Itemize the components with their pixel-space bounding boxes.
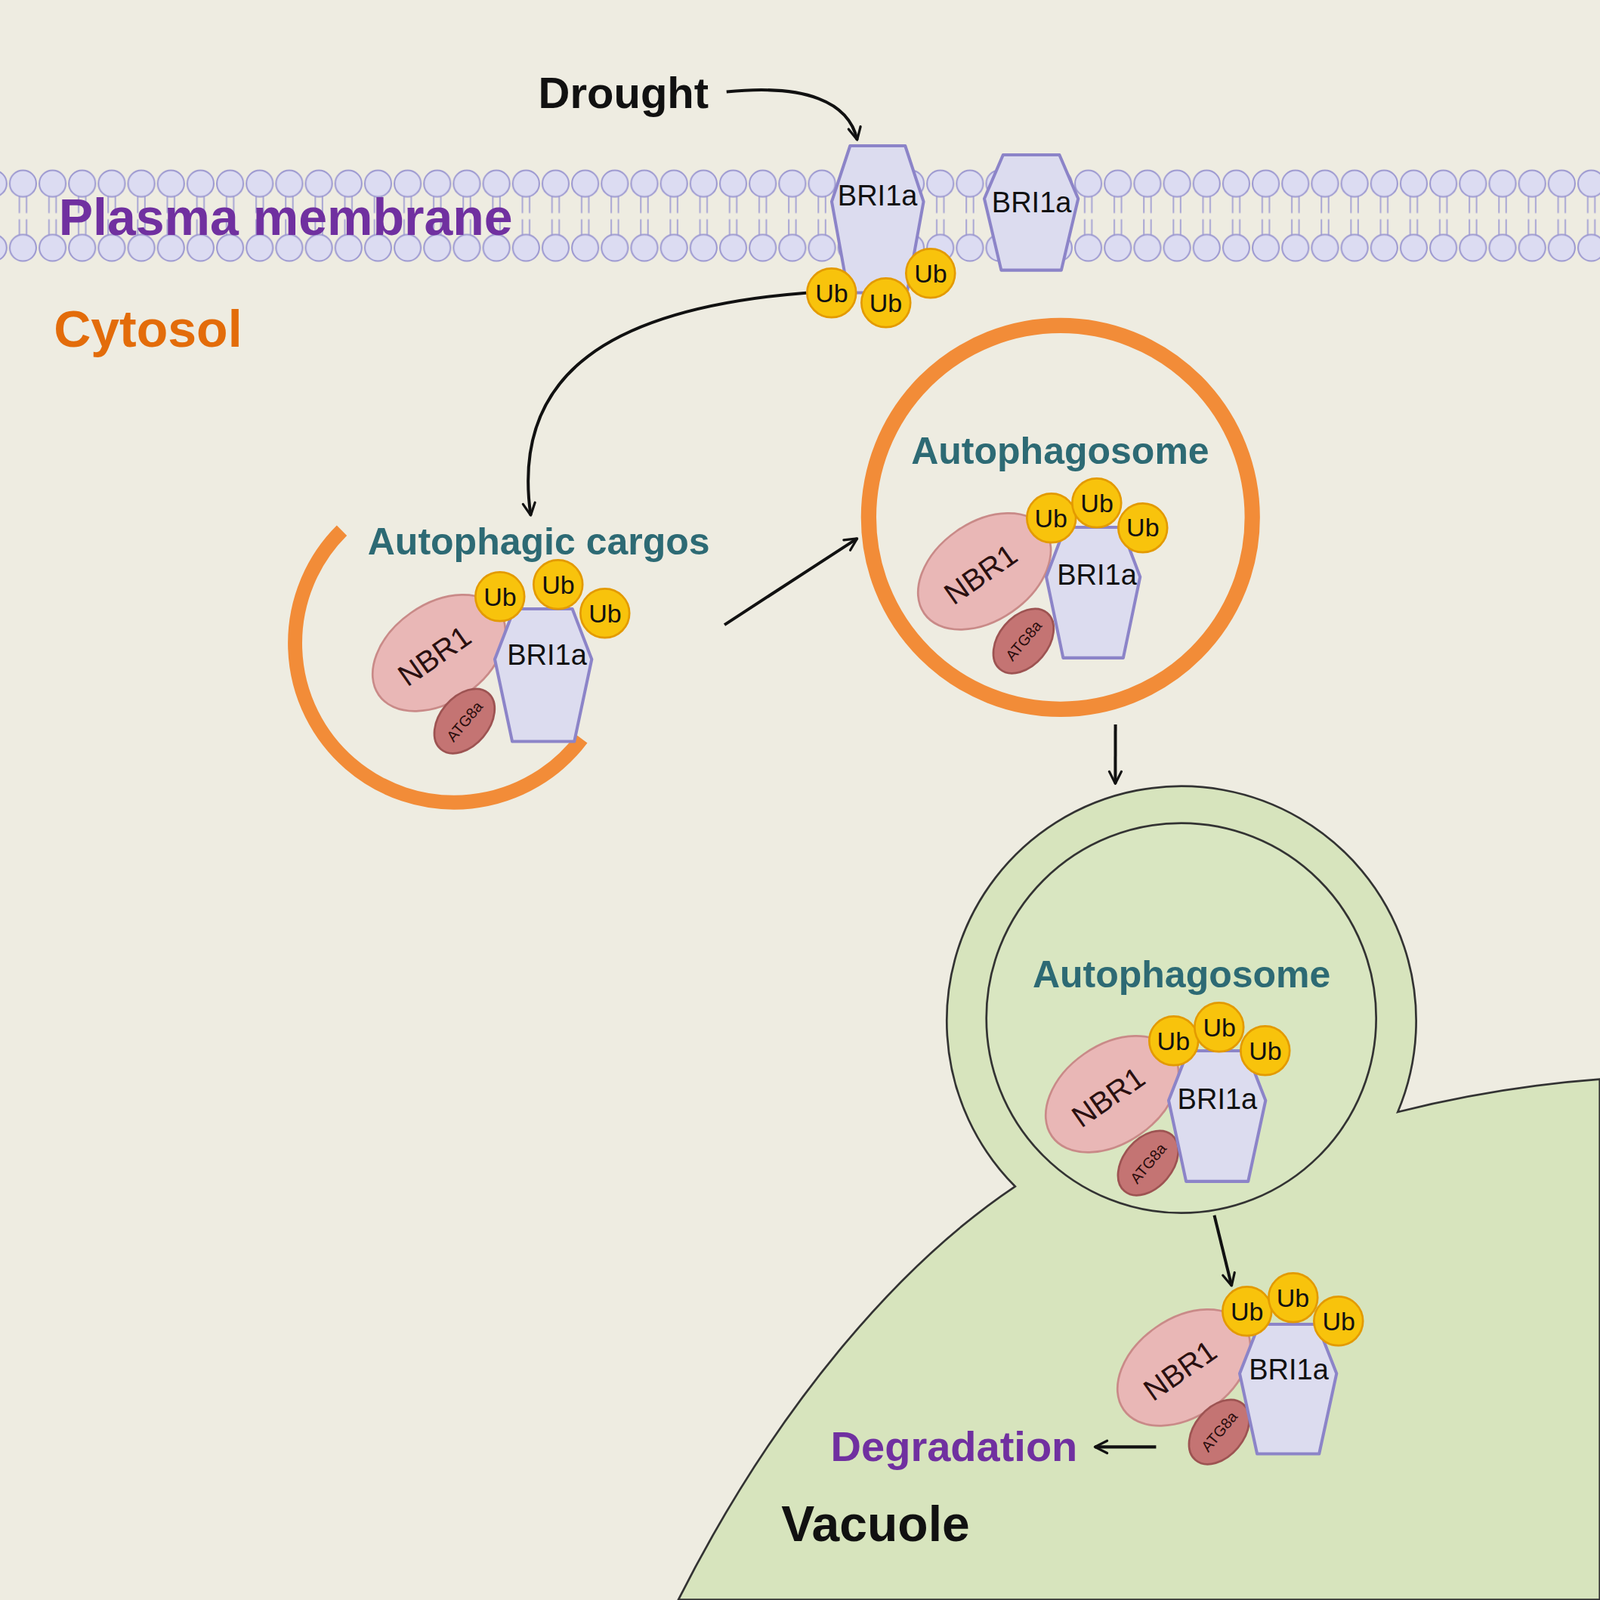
receptor-shape-outline bbox=[1046, 527, 1140, 658]
ubiquitin-label: Ub bbox=[588, 600, 621, 627]
ubiquitin-label: Ub bbox=[869, 290, 902, 316]
protein-label: BRI1a bbox=[1056, 559, 1137, 589]
ubiquitin-circle: Ub bbox=[806, 267, 858, 319]
vacuole-region: VacuoleAutophagosomeNBR1ATG8aBRI1aUbUbUb… bbox=[678, 783, 1600, 1600]
region-label: Plasma membrane bbox=[58, 190, 513, 242]
protein-label: BRI1a bbox=[1248, 1355, 1329, 1384]
atg8-ellipse: ATG8a bbox=[1187, 1398, 1251, 1466]
ubiquitin-circle: Ub bbox=[579, 587, 631, 640]
membrane-band: Plasma membrane BRI1a BRI1a bbox=[0, 166, 1600, 266]
ubiquitin-circle: Ub bbox=[1071, 477, 1123, 529]
ubiquitin-label: Ub bbox=[815, 280, 848, 306]
atg8-ellipse: ATG8a bbox=[432, 687, 497, 755]
ubiquitin-circle: Ub bbox=[1193, 1001, 1245, 1054]
ubiquitin-label: Ub bbox=[1157, 1028, 1190, 1054]
atg8-ellipse: ATG8a bbox=[1116, 1129, 1180, 1197]
receptor-shape: BRI1a bbox=[1239, 1324, 1337, 1455]
process-label-holder: Degradation bbox=[830, 1425, 1078, 1468]
ubiquitin-circle: Ub bbox=[1025, 492, 1078, 544]
ubiquitin-circle: Ub bbox=[1221, 1285, 1273, 1338]
receptor-shape: BRI1a bbox=[1046, 527, 1140, 658]
ubiquitin-circle: Ub bbox=[1148, 1015, 1200, 1067]
autophagosome-ring: AutophagosomeNBR1ATG8aBRI1aUbUbUb bbox=[857, 311, 1264, 725]
phagophore-cup: Autophagic cargosNBR1ATG8aBRI1aUbUbUb bbox=[293, 515, 725, 812]
degradation-arrow bbox=[1094, 1445, 1156, 1449]
region-label: Autophagosome bbox=[911, 432, 1209, 470]
region-label: Autophagic cargos bbox=[367, 522, 711, 561]
ubiquitin-circle: Ub bbox=[474, 571, 526, 623]
compartment-label-holder: Cytosol bbox=[53, 302, 242, 355]
process-label: Degradation bbox=[830, 1425, 1078, 1468]
region-label: Vacuole bbox=[781, 1498, 970, 1549]
ubiquitin-label: Ub bbox=[1202, 1014, 1236, 1041]
ubiquitin-circle: Ub bbox=[1117, 502, 1169, 554]
ubiquitin-circle: Ub bbox=[1312, 1295, 1365, 1347]
protein-label: BRI1a bbox=[991, 187, 1072, 217]
ubiquitin-circle: Ub bbox=[905, 247, 957, 300]
flow-arrow bbox=[1113, 724, 1117, 784]
region-label: Autophagosome bbox=[1032, 955, 1331, 994]
ubiquitin-label: Ub bbox=[1276, 1284, 1310, 1311]
receptor-shape: BRI1a bbox=[984, 154, 1078, 271]
ubiquitin-label: Ub bbox=[914, 260, 947, 287]
ubiquitin-label: Ub bbox=[1080, 490, 1113, 516]
protein-label: BRI1a bbox=[506, 640, 587, 670]
ubiquitin-label: Ub bbox=[1230, 1298, 1264, 1325]
flow-arrow bbox=[724, 538, 858, 625]
receptor-shape-outline bbox=[1239, 1324, 1337, 1455]
stimulus-label-holder: Drought bbox=[538, 71, 710, 115]
atg8-ellipse: ATG8a bbox=[991, 607, 1056, 675]
ubiquitin-label: Ub bbox=[1126, 514, 1159, 541]
compartment-label: Cytosol bbox=[53, 302, 242, 355]
ubiquitin-circle: Ub bbox=[532, 559, 584, 611]
stimulus-arrow bbox=[726, 89, 858, 140]
ubiquitin-circle: Ub bbox=[1267, 1272, 1319, 1324]
ubiquitin-circle: Ub bbox=[1239, 1025, 1292, 1077]
ubiquitin-label: Ub bbox=[541, 571, 575, 598]
flow-arrow bbox=[528, 293, 807, 516]
ubiquitin-label: Ub bbox=[1248, 1037, 1282, 1064]
autophagosome-in-vacuole: AutophagosomeNBR1ATG8aBRI1aUbUbUb bbox=[984, 821, 1378, 1215]
ubiquitin-label: Ub bbox=[1034, 505, 1068, 532]
flow-arrow bbox=[1213, 1215, 1232, 1286]
protein-label: BRI1a bbox=[837, 181, 918, 211]
ubiquitin-label: Ub bbox=[483, 583, 516, 610]
receptor-shape-outline bbox=[494, 608, 592, 742]
ubiquitin-circle: Ub bbox=[860, 277, 912, 329]
receptor-shape: BRI1a bbox=[494, 608, 592, 742]
protein-label: BRI1a bbox=[1177, 1084, 1258, 1114]
stimulus-label: Drought bbox=[538, 71, 710, 115]
ubiquitin-label: Ub bbox=[1322, 1308, 1355, 1335]
